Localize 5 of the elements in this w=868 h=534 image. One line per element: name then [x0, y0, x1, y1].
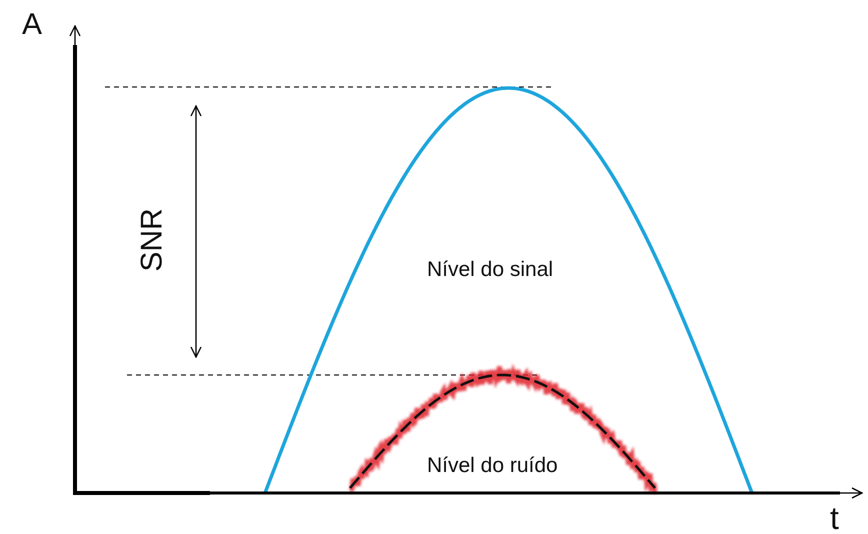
axis-label: t — [830, 502, 839, 534]
region-label: Nível do sinal — [427, 259, 554, 280]
axis-label: A — [22, 10, 42, 40]
region-label: Nível do ruído — [427, 455, 558, 476]
measure-label: SNR — [137, 208, 168, 272]
